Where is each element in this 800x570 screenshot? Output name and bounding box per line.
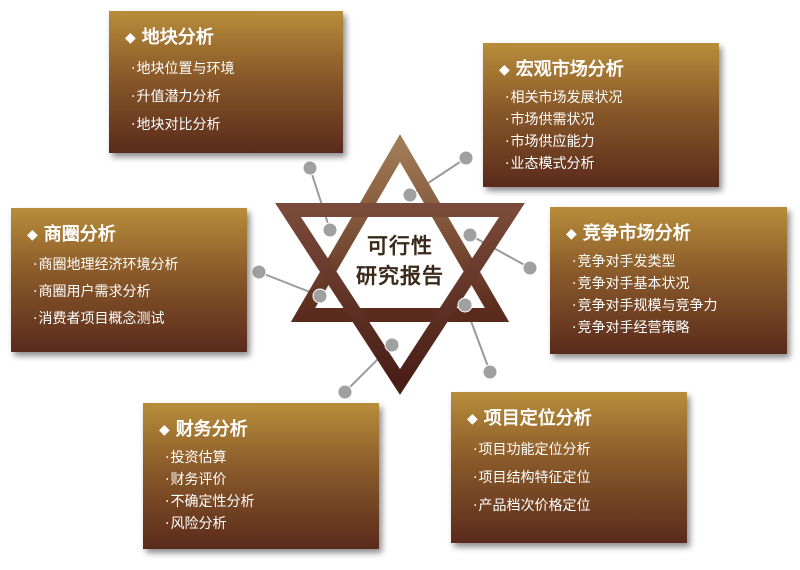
dot-outer-caiwu: [337, 384, 353, 400]
diamond-icon: ◆: [467, 411, 478, 427]
list-item: 投资估算: [165, 447, 365, 469]
card-item-list: 商圈地理经济环境分析 商圈用户需求分析 消费者项目概念测试: [27, 252, 233, 333]
diamond-icon: ◆: [27, 227, 38, 243]
diamond-icon: ◆: [159, 422, 170, 438]
dot-inner-dikuai: [322, 222, 338, 238]
list-item: 竞争对手规模与竞争力: [572, 295, 773, 317]
card-item-list: 竞争对手发类型 竞争对手基本状况 竞争对手规模与竞争力 竞争对手经营策略: [566, 251, 773, 339]
card-title-text: 竞争市场分析: [582, 223, 691, 244]
card-caiwu: ◆ 财务分析 投资估算 财务评价 不确定性分析 风险分析: [143, 403, 379, 549]
list-item: 消费者项目概念测试: [33, 306, 233, 333]
list-item: 财务评价: [165, 469, 365, 491]
list-item: 风险分析: [165, 513, 365, 535]
dot-inner-jingzheng: [462, 227, 478, 243]
card-title: ◆ 项目定位分析: [467, 404, 673, 430]
card-title: ◆ 地块分析: [125, 23, 329, 49]
card-item-list: 投资估算 财务评价 不确定性分析 风险分析: [159, 447, 365, 535]
list-item: 项目结构特征定位: [473, 464, 673, 492]
card-jingzheng: ◆ 竞争市场分析 竞争对手发类型 竞争对手基本状况 竞争对手规模与竞争力 竞争对手…: [550, 207, 787, 354]
card-shangquan: ◆ 商圈分析 商圈地理经济环境分析 商圈用户需求分析 消费者项目概念测试: [11, 208, 247, 352]
list-item: 不确定性分析: [165, 491, 365, 513]
dot-outer-hongguan: [458, 150, 474, 166]
card-title-text: 宏观市场分析: [515, 59, 624, 80]
list-item: 市场供应能力: [505, 131, 705, 153]
card-title-text: 地块分析: [141, 27, 214, 48]
list-item: 地块对比分析: [131, 111, 329, 139]
connector-dikuai: [309, 167, 331, 231]
dot-inner-xiangmu: [457, 297, 473, 313]
card-title-text: 项目定位分析: [483, 408, 592, 429]
diamond-icon: ◆: [125, 30, 136, 46]
list-item: 业态模式分析: [505, 153, 705, 175]
list-item: 市场供需状况: [505, 109, 705, 131]
dot-inner-hongguan: [402, 187, 418, 203]
center-title-line1: 可行性: [367, 234, 433, 258]
card-title: ◆ 竞争市场分析: [566, 219, 773, 245]
card-title-text: 财务分析: [175, 419, 248, 440]
dot-outer-dikuai: [302, 160, 318, 176]
down-triangle: [275, 203, 525, 395]
card-title: ◆ 宏观市场分析: [499, 55, 705, 81]
list-item: 竞争对手发类型: [572, 251, 773, 273]
dot-outer-jingzheng: [522, 260, 538, 276]
dot-inner-shangquan: [312, 288, 328, 304]
card-xiangmu: ◆ 项目定位分析 项目功能定位分析 项目结构特征定位 产品档次价格定位: [451, 392, 687, 543]
list-item: 项目功能定位分析: [473, 436, 673, 464]
card-title: ◆ 商圈分析: [27, 220, 233, 246]
connector-dots: [251, 150, 538, 400]
card-dikuai: ◆ 地块分析 地块位置与环境 升值潜力分析 地块对比分析: [109, 11, 343, 153]
list-item: 相关市场发展状况: [505, 87, 705, 109]
dot-outer-shangquan: [251, 264, 267, 280]
list-item: 产品档次价格定位: [473, 492, 673, 520]
connector-jingzheng: [469, 234, 531, 269]
center-title-line2: 研究报告: [356, 264, 444, 288]
card-item-list: 项目功能定位分析 项目结构特征定位 产品档次价格定位: [467, 436, 673, 520]
list-item: 商圈用户需求分析: [33, 279, 233, 306]
connector-lines: [258, 157, 531, 393]
list-item: 竞争对手基本状况: [572, 273, 773, 295]
card-title: ◆ 财务分析: [159, 415, 365, 441]
card-hongguan: ◆ 宏观市场分析 相关市场发展状况 市场供需状况 市场供应能力 业态模式分析: [483, 43, 719, 187]
card-item-list: 相关市场发展状况 市场供需状况 市场供应能力 业态模式分析: [499, 87, 705, 175]
list-item: 商圈地理经济环境分析: [33, 252, 233, 279]
up-triangle: [290, 134, 510, 322]
diamond-icon: ◆: [499, 62, 510, 78]
diamond-icon: ◆: [566, 226, 577, 242]
card-item-list: 地块位置与环境 升值潜力分析 地块对比分析: [125, 55, 329, 139]
dot-outer-xiangmu: [482, 364, 498, 380]
card-title-text: 商圈分析: [43, 224, 116, 245]
dot-inner-caiwu: [384, 337, 400, 353]
list-item: 地块位置与环境: [131, 55, 329, 83]
list-item: 竞争对手经营策略: [572, 317, 773, 339]
list-item: 升值潜力分析: [131, 83, 329, 111]
